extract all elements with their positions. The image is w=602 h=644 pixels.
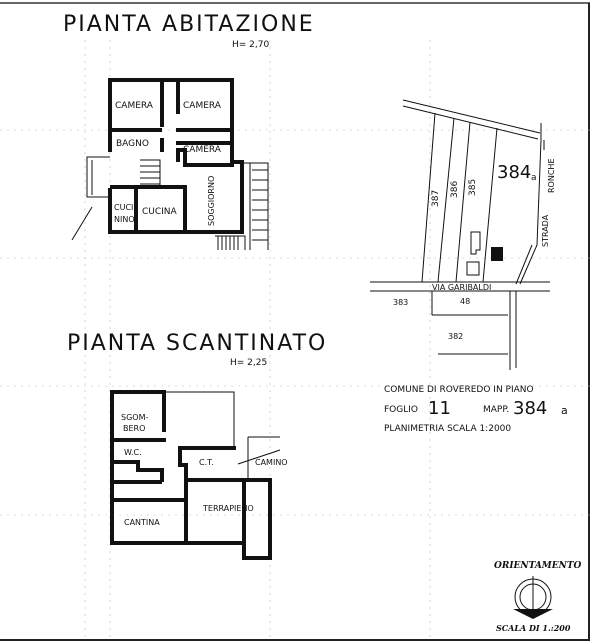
lower-plan-title: PIANTA SCANTINATO — [67, 331, 327, 356]
room-label: CUCI — [114, 203, 133, 212]
parcel-label: 382 — [448, 332, 463, 341]
planimetria-label: PLANIMETRIA SCALA 1:2000 — [384, 424, 511, 434]
parcel-label: 383 — [393, 298, 408, 307]
upper-plan-title: PIANTA ABITAZIONE — [63, 12, 315, 37]
room-label: SGOM- — [121, 413, 148, 422]
road-label: RONCHE — [547, 159, 556, 194]
parcel-suffix: a — [531, 173, 537, 183]
room-label: SOGGIORNO — [207, 176, 216, 226]
room-label: TERRAPIENO — [202, 504, 254, 513]
upper-plan-walls — [71, 78, 269, 250]
mappale-value: 384 — [513, 398, 547, 419]
lower-plan-height: H= 2,25 — [230, 358, 267, 368]
mappale-label: MAPP. — [483, 405, 509, 415]
foglio-value: 11 — [428, 398, 451, 419]
room-label: CAMERA — [115, 101, 154, 111]
room-label: CUCINA — [142, 207, 178, 217]
room-label: W.C. — [124, 448, 142, 457]
room-label: CANTINA — [124, 518, 160, 527]
road-label: VIA GARIBALDI — [432, 283, 491, 292]
parcel-label: 386 — [450, 181, 460, 198]
room-label: CAMERA — [183, 145, 222, 155]
room-label: NINO — [114, 215, 135, 224]
room-label: CAMERA — [183, 101, 222, 111]
mappale-suffix: a — [561, 404, 568, 417]
room-label: BERO — [123, 424, 145, 433]
north-arrow-icon — [513, 576, 553, 619]
parcel-label: 48 — [460, 297, 470, 306]
parcel-label: 385 — [468, 179, 478, 196]
parcel-label: 387 — [431, 190, 441, 207]
comune-label: COMUNE DI ROVEREDO IN PIANO — [384, 385, 534, 395]
room-label: CAMINO — [255, 458, 288, 467]
lower-plan-walls — [110, 390, 281, 560]
parcel-label-main: 384 — [497, 162, 531, 183]
upper-plan-height: H= 2,70 — [232, 40, 269, 50]
orientation-title: ORIENTAMENTO — [494, 561, 582, 571]
room-label: C.T. — [199, 458, 214, 467]
room-label: BAGNO — [116, 139, 149, 149]
foglio-label: FOGLIO — [384, 405, 418, 415]
background-grid — [0, 40, 590, 640]
road-label: STRADA — [541, 214, 550, 247]
scale-label: SCALA DI 1.:200 — [496, 623, 571, 633]
site-map — [370, 99, 550, 370]
